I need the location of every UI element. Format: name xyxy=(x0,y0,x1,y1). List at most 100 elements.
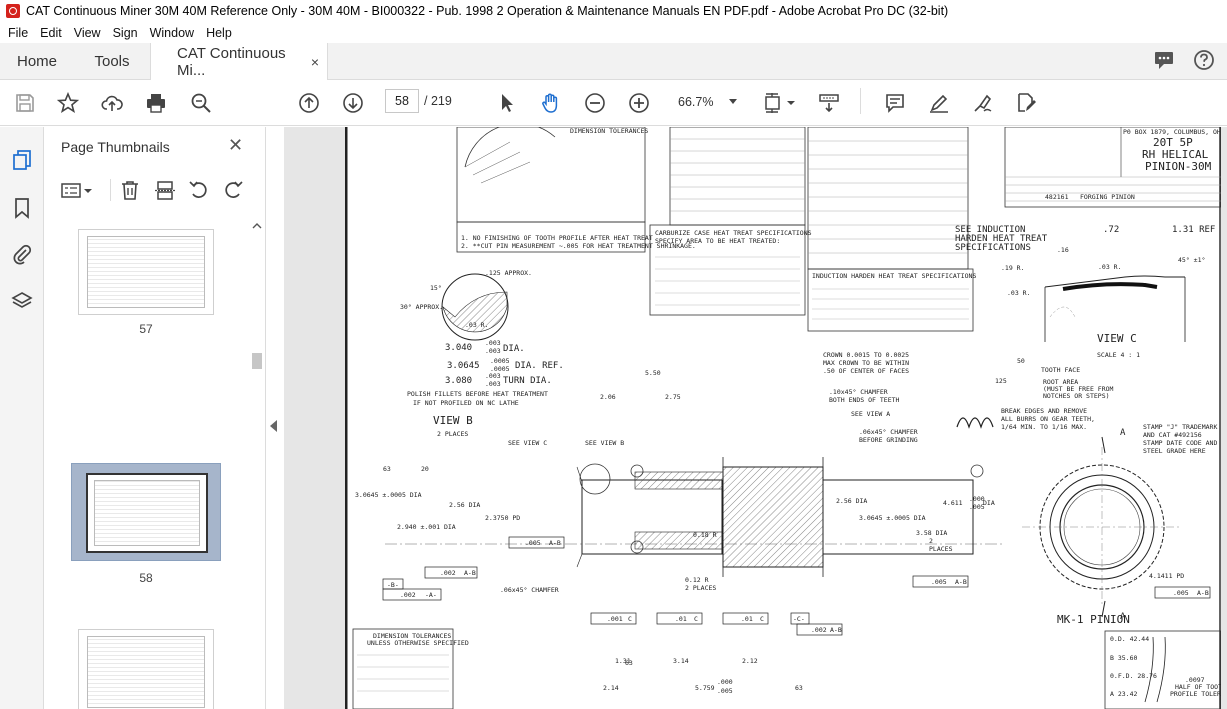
svg-text:3.14: 3.14 xyxy=(673,657,689,665)
svg-text:.005: .005 xyxy=(525,539,541,547)
tab-close-icon[interactable]: × xyxy=(310,53,319,70)
svg-text:B 35.60: B 35.60 xyxy=(1110,654,1137,662)
svg-text:BEFORE GRINDING: BEFORE GRINDING xyxy=(859,436,918,444)
svg-text:SEE VIEW C: SEE VIEW C xyxy=(508,439,547,447)
page-thumbnail-57[interactable] xyxy=(78,229,214,315)
svg-text:-B-: -B- xyxy=(387,581,399,589)
svg-text:ROOT AREA: ROOT AREA xyxy=(1043,378,1078,386)
svg-text:1.31 REF: 1.31 REF xyxy=(1172,225,1215,235)
prev-page-icon[interactable] xyxy=(296,90,322,116)
svg-text:45° ±1°: 45° ±1° xyxy=(1178,256,1205,264)
tab-tools[interactable]: Tools xyxy=(94,52,130,70)
svg-text:INDUCTION HARDEN HEAT TREAT SP: INDUCTION HARDEN HEAT TREAT SPECIFICATIO… xyxy=(812,272,976,280)
svg-text:.005: .005 xyxy=(1173,589,1189,597)
add-comment-icon[interactable] xyxy=(882,90,908,116)
svg-text:A: A xyxy=(1120,428,1126,438)
tab-document[interactable]: CAT Continuous Mi... × xyxy=(150,43,328,80)
bookmark-star-icon[interactable] xyxy=(55,90,81,116)
svg-text:.002: .002 xyxy=(811,626,827,634)
page-number-input[interactable]: 58 xyxy=(385,89,419,113)
svg-text:RH HELICAL: RH HELICAL xyxy=(1142,148,1209,161)
thumbnail-list: 57 58 59 xyxy=(44,219,250,709)
next-page-icon[interactable] xyxy=(340,90,366,116)
thumbnails-panel-title: Page Thumbnails xyxy=(61,139,170,155)
page-thumbnail-58[interactable] xyxy=(86,473,208,553)
svg-text:1.31: 1.31 xyxy=(615,657,631,665)
rotate-clockwise-icon[interactable] xyxy=(222,179,244,201)
thumbnail-label: 57 xyxy=(139,322,153,336)
svg-text:63: 63 xyxy=(795,684,803,692)
svg-text:2. **CUT PIN MEASUREMENT ~.005: 2. **CUT PIN MEASUREMENT ~.005 FOR HEAT … xyxy=(461,242,696,250)
bookmarks-icon[interactable] xyxy=(11,197,33,219)
svg-text:.0005: .0005 xyxy=(490,357,510,365)
extract-pages-icon[interactable] xyxy=(154,179,176,201)
svg-text:482161: 482161 xyxy=(1045,193,1069,201)
menu-sign[interactable]: Sign xyxy=(112,25,138,40)
zoom-search-icon[interactable] xyxy=(188,90,214,116)
thumbnails-panel: Page Thumbnails ✕ 57 58 59 xyxy=(44,127,266,709)
highlight-pen-icon[interactable] xyxy=(926,90,952,116)
zoom-level-select[interactable]: 66.7% xyxy=(670,92,738,112)
svg-text:AND CAT #492156: AND CAT #492156 xyxy=(1143,431,1202,439)
svg-text:UNLESS OTHERWISE SPECIFIED: UNLESS OTHERWISE SPECIFIED xyxy=(367,639,469,647)
svg-text:2.06: 2.06 xyxy=(600,393,616,401)
svg-text:.003: .003 xyxy=(485,372,501,380)
tab-document-label: CAT Continuous Mi... xyxy=(177,44,286,79)
layers-icon[interactable] xyxy=(11,290,33,312)
scroll-mode-icon[interactable] xyxy=(816,90,842,116)
svg-text:HARDEN HEAT TREAT: HARDEN HEAT TREAT xyxy=(955,234,1048,244)
svg-text:.16: .16 xyxy=(1057,246,1069,254)
svg-text:.01: .01 xyxy=(675,615,687,623)
sign-pen-icon[interactable] xyxy=(970,90,996,116)
svg-text:SEE VIEW A: SEE VIEW A xyxy=(851,410,890,418)
svg-text:4.611: 4.611 xyxy=(943,499,963,507)
svg-text:3.080: 3.080 xyxy=(445,376,472,386)
document-viewer[interactable]: DIMENSION TOLERANCES 1. NO FINISHING OF … xyxy=(284,127,1227,709)
upload-cloud-icon[interactable] xyxy=(99,90,125,116)
svg-text:SCALE 4 : 1: SCALE 4 : 1 xyxy=(1097,351,1140,359)
fit-page-icon[interactable] xyxy=(762,90,798,116)
help-icon[interactable] xyxy=(1193,49,1215,74)
page-thumbnail-59[interactable] xyxy=(78,629,214,709)
svg-text:2.14: 2.14 xyxy=(603,684,619,692)
menu-view[interactable]: View xyxy=(73,25,101,40)
scrollbar-thumb[interactable] xyxy=(252,353,262,369)
svg-text:A: A xyxy=(1120,612,1126,622)
svg-text:.06x45° CHAMFER: .06x45° CHAMFER xyxy=(500,586,559,594)
select-arrow-icon[interactable] xyxy=(494,90,520,116)
menu-edit[interactable]: Edit xyxy=(40,25,62,40)
svg-text:TURN DIA.: TURN DIA. xyxy=(503,376,552,386)
svg-text:MK-1 PINION: MK-1 PINION xyxy=(1057,613,1130,626)
zoom-in-icon[interactable] xyxy=(626,90,652,116)
delete-page-icon[interactable] xyxy=(119,179,141,201)
page-thumbnails-icon[interactable] xyxy=(11,149,33,171)
svg-text:.000: .000 xyxy=(717,678,733,686)
panel-close-icon[interactable]: ✕ xyxy=(228,135,244,155)
hand-tool-icon[interactable] xyxy=(538,90,564,116)
options-menu-icon[interactable] xyxy=(60,179,96,201)
svg-text:A-B: A-B xyxy=(1197,589,1209,597)
svg-text:30° APPROX.: 30° APPROX. xyxy=(400,303,443,311)
print-icon[interactable] xyxy=(143,90,169,116)
save-icon[interactable] xyxy=(12,90,38,116)
edit-pdf-icon[interactable] xyxy=(1013,90,1039,116)
svg-text:CROWN 0.0015 TO 0.0025: CROWN 0.0015 TO 0.0025 xyxy=(823,351,909,359)
thumbnail-scrollbar[interactable] xyxy=(250,219,264,709)
menu-help[interactable]: Help xyxy=(206,25,232,40)
svg-text:2.940 ±.001 DIA: 2.940 ±.001 DIA xyxy=(397,523,456,531)
svg-text:POLISH FILLETS BEFORE HEAT TRE: POLISH FILLETS BEFORE HEAT TREATMENT xyxy=(407,390,548,398)
menu-file[interactable]: File xyxy=(8,25,29,40)
svg-text:STEEL GRADE HERE: STEEL GRADE HERE xyxy=(1143,447,1206,455)
menu-window[interactable]: Window xyxy=(149,25,195,40)
tab-home[interactable]: Home xyxy=(16,52,57,70)
svg-text:.000: .000 xyxy=(969,495,985,503)
svg-text:2 PLACES: 2 PLACES xyxy=(437,430,468,438)
svg-text:HALF OF TOOTH: HALF OF TOOTH xyxy=(1175,683,1221,691)
collapse-panel-icon[interactable] xyxy=(270,420,277,432)
comment-icon[interactable] xyxy=(1153,49,1175,74)
rotate-counterclockwise-icon[interactable] xyxy=(188,179,210,201)
attachments-icon[interactable] xyxy=(11,243,33,265)
zoom-out-icon[interactable] xyxy=(582,90,608,116)
svg-text:0.18 R: 0.18 R xyxy=(693,531,717,539)
svg-text:A 23.42: A 23.42 xyxy=(1110,690,1137,698)
